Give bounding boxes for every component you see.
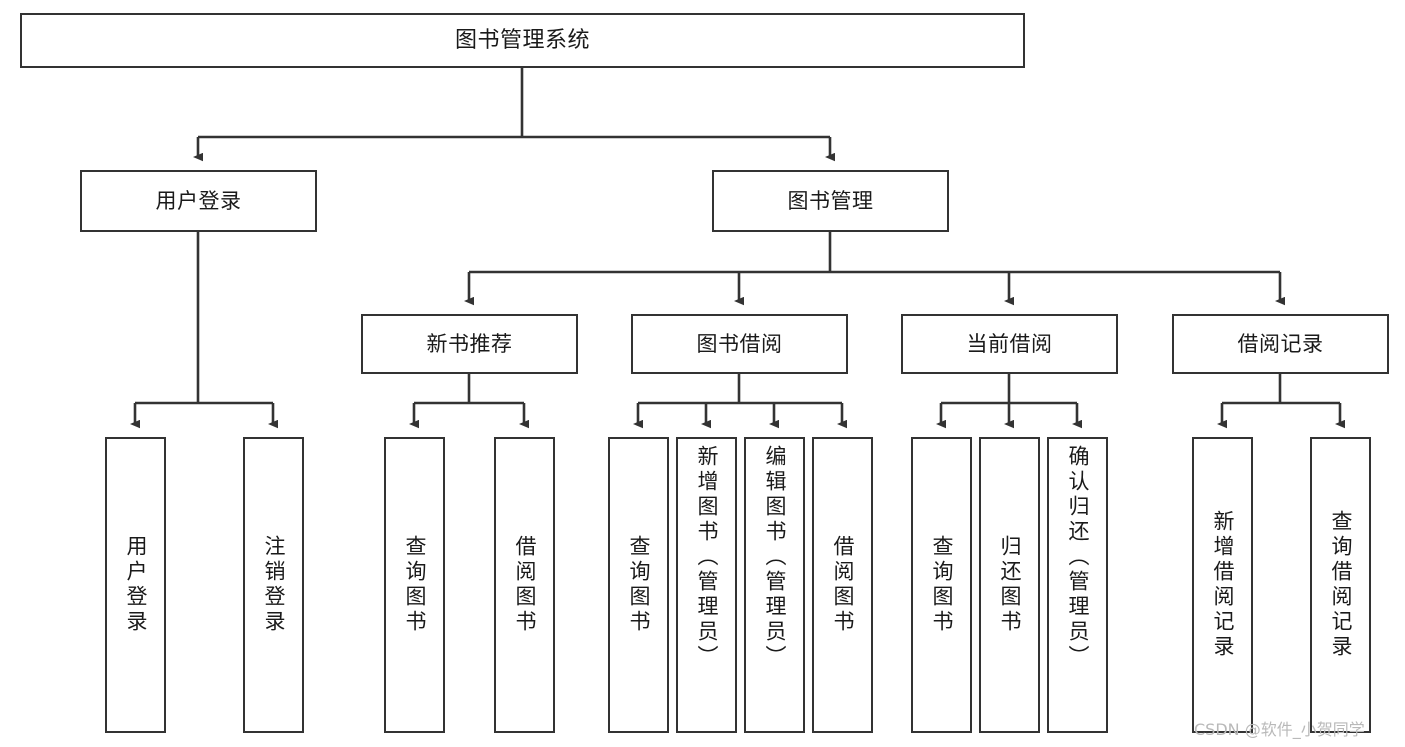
node-label: 借阅图书 [831,535,855,635]
leaf-current-confirm-return-admin[interactable]: 确认归还（管理员） [1047,437,1108,733]
node-label: 当前借阅 [966,331,1053,356]
node-user-login[interactable]: 用户登录 [80,170,317,232]
leaf-user-login[interactable]: 用户登录 [105,437,166,733]
leaf-borrow-borrow-book[interactable]: 借阅图书 [812,437,873,733]
node-label: 图书管理系统 [454,27,590,53]
node-root-system[interactable]: 图书管理系统 [20,13,1025,68]
leaf-borrow-query-book[interactable]: 查询图书 [608,437,669,733]
node-label: 借阅图书 [513,535,537,635]
node-label: 用户登录 [124,535,148,635]
node-book-borrow[interactable]: 图书借阅 [631,314,848,374]
node-label: 查询借阅记录 [1329,510,1353,660]
leaf-logout[interactable]: 注销登录 [243,437,304,733]
node-label: 编辑图书（管理员） [763,445,787,670]
leaf-current-query-book[interactable]: 查询图书 [911,437,972,733]
node-label: 新书推荐 [426,331,513,356]
node-label: 查询图书 [627,535,651,635]
node-new-book-recommend[interactable]: 新书推荐 [361,314,578,374]
node-label: 注销登录 [262,535,286,635]
leaf-records-query-record[interactable]: 查询借阅记录 [1310,437,1371,733]
leaf-current-return-book[interactable]: 归还图书 [979,437,1040,733]
node-label: 新增图书（管理员） [695,445,719,670]
node-label: 用户登录 [155,188,242,213]
node-label: 查询图书 [930,535,954,635]
node-label: 确认归还（管理员） [1066,445,1090,670]
leaf-records-add-record[interactable]: 新增借阅记录 [1192,437,1253,733]
node-label: 新增借阅记录 [1211,510,1235,660]
leaf-borrow-add-book-admin[interactable]: 新增图书（管理员） [676,437,737,733]
node-label: 借阅记录 [1237,331,1324,356]
leaf-borrow-edit-book-admin[interactable]: 编辑图书（管理员） [744,437,805,733]
leaf-newbook-borrow-book[interactable]: 借阅图书 [494,437,555,733]
node-label: 查询图书 [403,535,427,635]
node-borrow-records[interactable]: 借阅记录 [1172,314,1389,374]
node-label: 图书管理 [787,188,874,213]
csdn-watermark: CSDN @软件_小贺同学 [1194,720,1365,739]
node-label: 归还图书 [998,535,1022,635]
node-book-management[interactable]: 图书管理 [712,170,949,232]
node-label: 图书借阅 [696,331,783,356]
leaf-newbook-query-book[interactable]: 查询图书 [384,437,445,733]
node-current-borrow[interactable]: 当前借阅 [901,314,1118,374]
